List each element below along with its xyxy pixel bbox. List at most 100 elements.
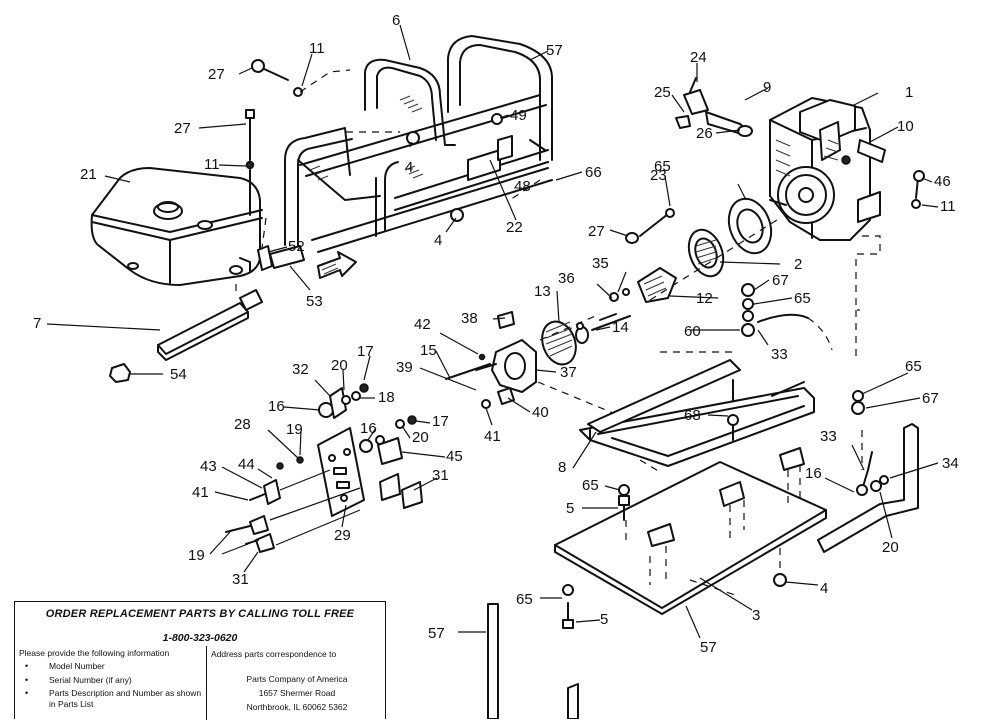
- callout-21: 21: [80, 166, 97, 183]
- callout-46: 46: [934, 173, 951, 190]
- callout-13: 13: [534, 283, 551, 300]
- construction-lines: [235, 69, 881, 597]
- rotor-assembly: [637, 197, 781, 303]
- callout-27: 27: [588, 223, 605, 240]
- callout-22: 22: [506, 219, 523, 236]
- order-box-divider: [206, 646, 207, 720]
- callout-39: 39: [396, 359, 413, 376]
- callout-14: 14: [612, 319, 629, 336]
- callout-48: 48: [514, 178, 531, 195]
- callout-19: 19: [286, 421, 303, 438]
- callout-3: 3: [752, 607, 760, 624]
- mount-hardware: [487, 170, 925, 719]
- callout-10: 10: [897, 118, 914, 135]
- provide-info-item: Parts Description and Number as shown in…: [19, 688, 203, 710]
- callout-32: 32: [292, 361, 309, 378]
- callout-38: 38: [461, 310, 478, 327]
- address-section: Address parts correspondence to Parts Co…: [211, 648, 383, 715]
- callout-2: 2: [794, 256, 802, 273]
- callout-67: 67: [922, 390, 939, 407]
- callout-34: 34: [942, 455, 959, 472]
- base-plate: [554, 447, 827, 629]
- callout-40: 40: [532, 404, 549, 421]
- callout-12: 12: [696, 290, 713, 307]
- callout-44: 44: [238, 456, 255, 473]
- tank-support-bar: [157, 289, 263, 361]
- callout-11: 11: [204, 156, 220, 173]
- callout-16: 16: [268, 398, 285, 415]
- mailing-address: Parts Company of America 1657 Shermer Ro…: [211, 673, 383, 714]
- callout-24: 24: [690, 49, 707, 66]
- callout-8: 8: [558, 459, 566, 476]
- rubber-foot: [109, 363, 131, 383]
- tank-bolts: [245, 59, 303, 216]
- callout-52: 52: [288, 238, 305, 255]
- engine: [769, 97, 886, 241]
- callout-35: 35: [592, 255, 609, 272]
- callout-31: 31: [232, 571, 249, 588]
- callout-16: 16: [805, 465, 822, 482]
- callout-68: 68: [684, 407, 701, 424]
- callout-29: 29: [334, 527, 351, 544]
- callout-57: 57: [428, 625, 445, 642]
- callout-33: 33: [820, 428, 837, 445]
- callout-36: 36: [558, 270, 575, 287]
- callout-23: 23: [650, 167, 667, 184]
- callout-65: 65: [516, 591, 533, 608]
- callout-65: 65: [905, 358, 922, 375]
- callout-4: 4: [405, 159, 413, 176]
- leader-lines: [46, 24, 939, 639]
- callout-19: 19: [188, 547, 205, 564]
- address-line: 1657 Shermer Road: [258, 688, 336, 698]
- callout-20: 20: [412, 429, 429, 446]
- callout-4: 4: [434, 232, 442, 249]
- callout-49: 49: [510, 107, 527, 124]
- callout-1: 1: [905, 84, 913, 101]
- address-line: Northbrook, IL 60062 5362: [246, 702, 348, 712]
- callout-28: 28: [234, 416, 251, 433]
- callout-labels: 1 2 3 4 4 4 5 5 6 7 8 9 10 11 11 11 12 1…: [33, 12, 959, 656]
- provide-info-item: Serial Number (if any): [19, 675, 203, 686]
- callout-45: 45: [446, 448, 463, 465]
- callout-65: 65: [582, 477, 599, 494]
- callout-9: 9: [763, 79, 771, 96]
- callout-66: 66: [585, 164, 602, 181]
- tube-frame: [284, 35, 553, 253]
- callout-5: 5: [600, 611, 608, 628]
- callout-11: 11: [309, 40, 325, 57]
- provide-info-section: Please provide the following information…: [19, 648, 203, 713]
- end-bell: [445, 311, 537, 409]
- callout-27: 27: [174, 120, 191, 137]
- callout-20: 20: [331, 357, 348, 374]
- callout-20: 20: [882, 539, 899, 556]
- provide-info-list: Model Number Serial Number (if any) Part…: [19, 661, 203, 710]
- callout-16: 16: [360, 420, 377, 437]
- callout-17: 17: [432, 413, 449, 430]
- callout-53: 53: [306, 293, 323, 310]
- callout-18: 18: [378, 389, 395, 406]
- provide-info-heading: Please provide the following information: [19, 648, 170, 658]
- callout-42: 42: [414, 316, 431, 333]
- callout-37: 37: [560, 364, 577, 381]
- callout-54: 54: [170, 366, 187, 383]
- callout-26: 26: [696, 125, 713, 142]
- provide-info-item: Model Number: [19, 661, 203, 672]
- callout-67: 67: [772, 272, 789, 289]
- callout-5: 5: [566, 500, 574, 517]
- order-parts-box: ORDER REPLACEMENT PARTS BY CALLING TOLL …: [14, 601, 386, 720]
- callout-33: 33: [771, 346, 788, 363]
- callout-60: 60: [684, 323, 701, 340]
- address-line: Parts Company of America: [246, 674, 348, 684]
- callout-57: 57: [700, 639, 717, 656]
- order-parts-title: ORDER REPLACEMENT PARTS BY CALLING TOLL …: [45, 608, 355, 620]
- cradle-frame: [579, 351, 815, 467]
- callout-11: 11: [940, 198, 956, 215]
- address-heading: Address parts correspondence to: [211, 649, 337, 659]
- callout-65: 65: [654, 158, 671, 175]
- callout-7: 7: [33, 315, 41, 332]
- control-panel: [225, 383, 423, 553]
- toll-free-phone: 1-800-323-0620: [162, 632, 238, 644]
- callout-15: 15: [420, 342, 437, 359]
- callout-65: 65: [794, 290, 811, 307]
